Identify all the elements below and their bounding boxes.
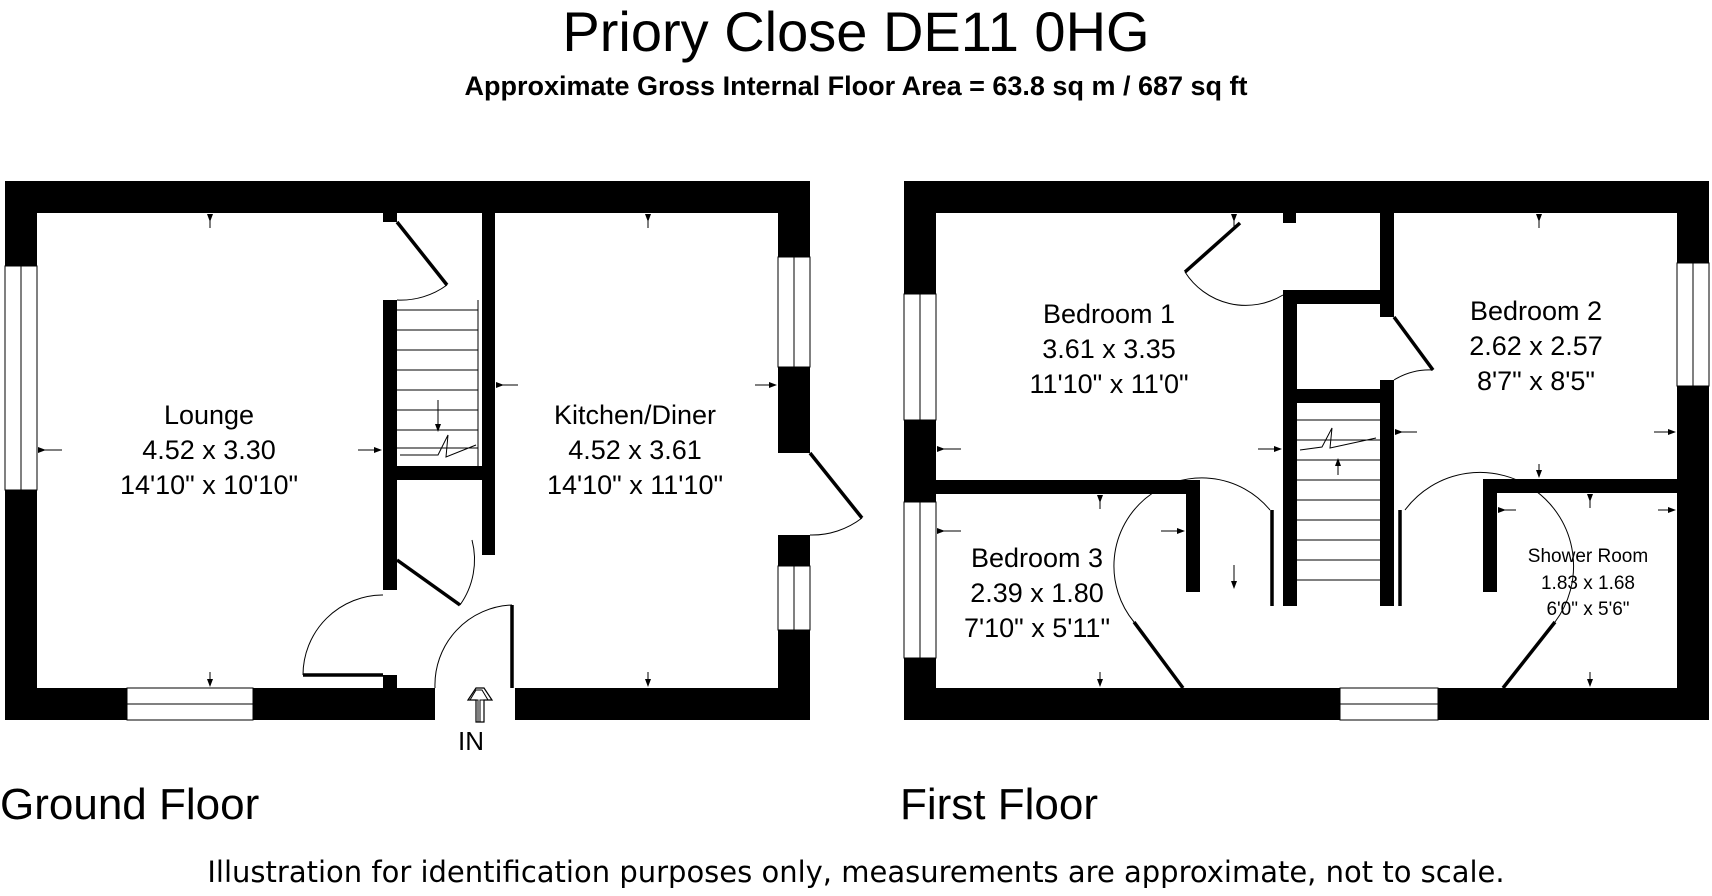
gf-stair-wall-mid <box>383 466 495 480</box>
gf-back-door <box>808 451 864 520</box>
ff-cupboard-top-wall <box>1283 213 1296 223</box>
shower-room-imperial: 6'0" x 5'6" <box>1546 599 1629 620</box>
ff-door-bedroom3 <box>1132 620 1185 690</box>
ground-floor-label: Ground Floor <box>0 780 260 829</box>
ground-floor-plan: Lounge 4.52 x 3.30 14'10" x 10'10" Kitch… <box>4 181 864 723</box>
bedroom1-metric: 3.61 x 3.35 <box>1042 334 1176 364</box>
kitchen-imperial: 14'10" x 11'10" <box>547 470 723 500</box>
ff-wall-bottom-1 <box>904 688 1340 720</box>
bedroom3-imperial: 7'10" x 5'11" <box>964 613 1110 643</box>
gf-wall-left-upper <box>5 181 37 266</box>
gf-staircase <box>397 300 479 466</box>
lounge-imperial: 14'10" x 10'10" <box>120 470 298 500</box>
lounge-name: Lounge <box>164 400 254 430</box>
ff-bed3-top-wall <box>936 480 1200 494</box>
ff-door-bedroom1 <box>1183 221 1242 274</box>
ff-wall-left-2 <box>904 420 936 502</box>
entrance-arrow-icon <box>466 687 494 723</box>
gf-wall-right-2 <box>778 367 810 453</box>
gf-door-stair-top <box>395 220 449 287</box>
ff-cupboard-wall-1 <box>1283 290 1394 304</box>
gf-wall-right-3 <box>778 535 810 566</box>
ff-shower-left-wall <box>1483 479 1497 592</box>
gf-stair-wall-left-lower <box>383 675 397 688</box>
bedroom3-name: Bedroom 3 <box>971 543 1103 573</box>
ff-wall-bottom-2 <box>1438 688 1709 720</box>
kitchen-name: Kitchen/Diner <box>554 400 716 430</box>
gf-partition-kitchen <box>482 213 495 555</box>
ff-door-shower <box>1501 620 1557 690</box>
bedroom2-name: Bedroom 2 <box>1470 296 1602 326</box>
gf-wall-bottom-2 <box>253 688 435 720</box>
gf-stair-wall-left-upper <box>383 213 397 222</box>
ff-shower-top-wall <box>1483 479 1677 493</box>
entrance-label: IN <box>458 726 484 756</box>
floor-area-subtitle: Approximate Gross Internal Floor Area = … <box>464 71 1248 101</box>
ff-wall-right-2 <box>1677 386 1709 720</box>
gf-stair-wall-left <box>383 300 397 590</box>
gf-wall-right-1 <box>778 181 810 257</box>
bedroom1-imperial: 11'10" x 11'0" <box>1029 369 1188 399</box>
bedroom3-metric: 2.39 x 1.80 <box>970 578 1104 608</box>
bedroom1-name: Bedroom 1 <box>1043 299 1175 329</box>
shower-room-name: Shower Room <box>1528 546 1648 567</box>
lounge-metric: 4.52 x 3.30 <box>142 435 276 465</box>
ff-door-bedroom2 <box>1392 315 1435 372</box>
ff-staircase <box>1297 419 1380 581</box>
bedroom2-metric: 2.62 x 2.57 <box>1469 331 1603 361</box>
gf-wall-left-lower <box>5 490 37 720</box>
ff-wall-top <box>904 181 1709 213</box>
ff-bed3-right-wall <box>1186 480 1200 592</box>
gf-wall-bottom-3 <box>515 688 810 720</box>
gf-door-cupboard <box>395 558 462 607</box>
bedroom2-imperial: 8'7" x 8'5" <box>1477 366 1595 396</box>
ff-stair-wall-left <box>1283 290 1297 606</box>
gf-wall-top <box>5 181 810 213</box>
kitchen-metric: 4.52 x 3.61 <box>568 435 702 465</box>
shower-room-metric: 1.83 x 1.68 <box>1541 573 1635 594</box>
ff-stair-wall-right <box>1380 380 1394 606</box>
first-floor-plan: Bedroom 1 3.61 x 3.35 11'10" x 11'0" Bed… <box>903 181 1710 721</box>
gf-wall-right-4 <box>778 630 810 720</box>
first-floor-label: First Floor <box>900 780 1098 829</box>
ff-wall-right-1 <box>1677 181 1709 263</box>
ff-cupboard-wall-2 <box>1283 389 1394 403</box>
plan-title: Priory Close DE11 0HG <box>562 0 1150 63</box>
ff-wall-left-1 <box>904 181 936 294</box>
gf-wall-bottom-1 <box>5 688 127 720</box>
disclaimer-text: Illustration for identification purposes… <box>207 855 1505 889</box>
